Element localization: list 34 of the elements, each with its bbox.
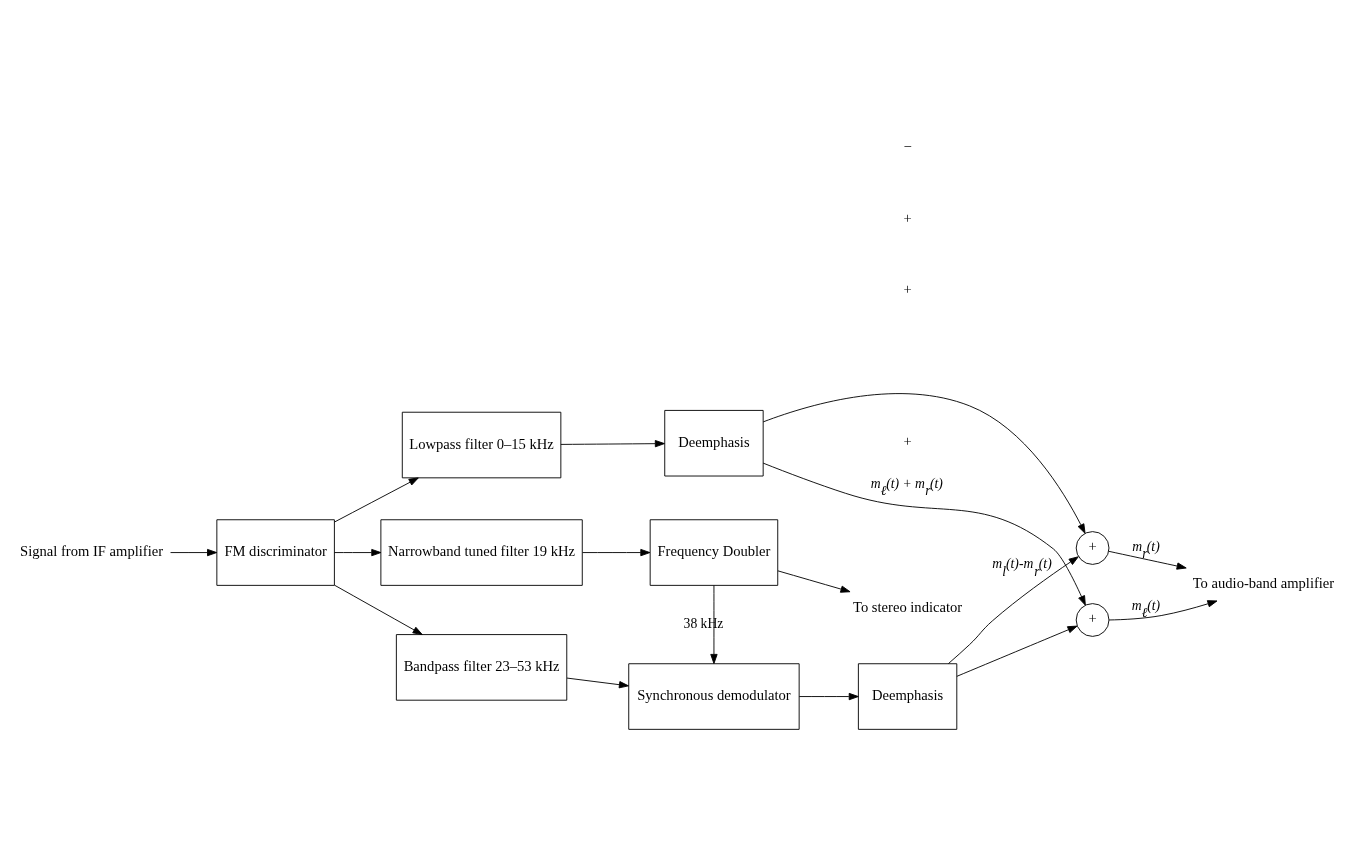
arrow — [170, 548, 218, 556]
node-box: Frequency Doubler — [649, 518, 779, 586]
node-box: Deemphasis — [664, 409, 764, 476]
arrow — [334, 548, 382, 556]
arrow — [1108, 550, 1187, 570]
arrow — [582, 548, 651, 556]
arrow — [762, 392, 1086, 534]
node-circle: + — [1075, 530, 1110, 565]
arrow — [334, 476, 419, 522]
label: + — [903, 280, 912, 297]
arrow — [947, 555, 1079, 664]
arrow — [1108, 599, 1218, 620]
node-text: Signal from IF amplifier — [20, 542, 164, 559]
arrow — [777, 569, 851, 593]
node-box: Bandpass filter 23–53 kHz — [395, 633, 568, 701]
node-box: Lowpass filter 0–15 kHz — [401, 411, 562, 478]
node-text: To stereo indicator — [853, 598, 963, 615]
arrow — [560, 439, 665, 447]
arrow — [956, 625, 1078, 677]
edge-label: 38 kHz — [683, 615, 724, 631]
arrow — [334, 584, 423, 635]
node-box: Synchronous demodulator — [628, 662, 800, 730]
label: + — [903, 432, 912, 449]
arrow — [762, 462, 1086, 606]
node-text: To audio-band amplifier — [1192, 574, 1335, 591]
node-box: Deemphasis — [857, 662, 958, 730]
node-box: Narrowband tuned filter 19 kHz — [380, 518, 583, 586]
arrow — [710, 584, 718, 664]
label: + — [903, 209, 912, 225]
arrow — [566, 677, 629, 688]
node-circle: + — [1075, 602, 1110, 637]
arrow — [798, 692, 859, 700]
node-box: FM discriminator — [216, 518, 335, 586]
label: − — [903, 137, 912, 154]
